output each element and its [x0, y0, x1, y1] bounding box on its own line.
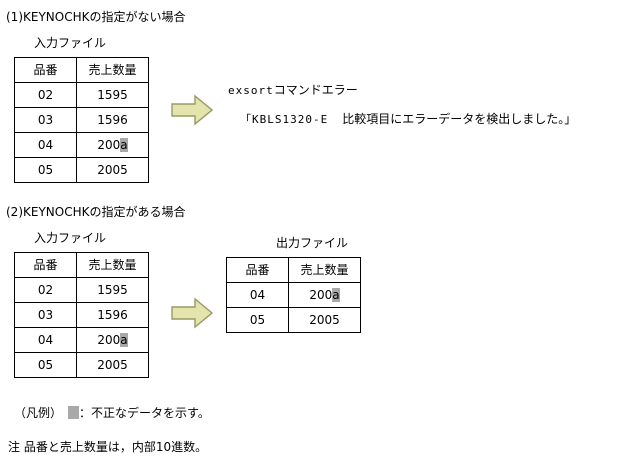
section-2-input-table-wrap: 品番 売上数量 02 1595 03 1596 04 200a 05 2005	[14, 252, 149, 378]
cell-code: 05	[14, 157, 77, 183]
invalid-data-marker: a	[332, 288, 340, 302]
cell-qty: 2005	[76, 157, 149, 183]
section-2-input-file-label: 入力ファイル	[34, 231, 107, 245]
cell-qty-text: 2005	[309, 313, 340, 327]
column-header-qty: 売上数量	[76, 57, 149, 83]
cell-code: 03	[14, 302, 77, 328]
section-1-input-file-label: 入力ファイル	[34, 36, 107, 50]
cell-qty: 1595	[76, 277, 149, 303]
table-row: 02 1595	[14, 277, 149, 303]
cell-qty-text: 1596	[97, 308, 128, 322]
section-1-error-message: 「KBLS1320-E 比較項目にエラーデータを検出しました。」	[240, 112, 576, 127]
section-2-heading: (2)KEYNOCHKの指定がある場合	[6, 205, 186, 219]
table-row: 04 200a	[14, 132, 149, 158]
cell-qty: 2005	[288, 307, 361, 333]
legend-prefix: （凡例）	[14, 406, 63, 420]
invalid-data-marker: a	[120, 138, 128, 152]
cell-qty-text: 1596	[97, 113, 128, 127]
section-2-output-table-wrap: 品番 売上数量 04 200a 05 2005	[226, 257, 361, 333]
table-row: 04 200a	[14, 327, 149, 353]
invalid-data-swatch-icon	[68, 406, 80, 419]
right-arrow-icon	[171, 94, 214, 126]
table-row: 04 200a	[226, 282, 361, 308]
table-header-row: 品番 売上数量	[226, 257, 361, 283]
column-header-code: 品番	[14, 57, 77, 83]
cell-qty: 1596	[76, 107, 149, 133]
cell-code: 02	[14, 277, 77, 303]
cell-code: 03	[14, 107, 77, 133]
cell-qty: 1595	[76, 82, 149, 108]
column-header-code: 品番	[226, 257, 289, 283]
column-header-qty: 売上数量	[76, 252, 149, 278]
command-name: exsort	[228, 84, 274, 97]
section-2-output-table: 品番 売上数量 04 200a 05 2005	[226, 257, 361, 333]
cell-code: 02	[14, 82, 77, 108]
table-row: 05 2005	[14, 157, 149, 183]
cell-qty: 1596	[76, 302, 149, 328]
cell-qty: 200a	[76, 327, 149, 353]
cell-code: 05	[14, 352, 77, 378]
section-2-input-table: 品番 売上数量 02 1595 03 1596 04 200a 05 2005	[14, 252, 149, 378]
table-header-row: 品番 売上数量	[14, 252, 149, 278]
section-1-heading: (1)KEYNOCHKの指定がない場合	[6, 10, 186, 24]
table-row: 02 1595	[14, 82, 149, 108]
column-header-code: 品番	[14, 252, 77, 278]
cell-qty-text: 200	[97, 138, 121, 152]
column-header-qty: 売上数量	[288, 257, 361, 283]
cell-qty: 200a	[76, 132, 149, 158]
cell-qty-text: 1595	[97, 88, 128, 102]
table-row: 05 2005	[226, 307, 361, 333]
legend-text: ：不正なデータを示す。	[79, 406, 210, 420]
footer-note: 注 品番と売上数量は，内部10進数。	[8, 440, 208, 454]
section-1-flow-arrow	[171, 94, 214, 126]
cell-qty-text: 200	[97, 333, 121, 347]
section-2-output-file-label: 出力ファイル	[276, 236, 349, 250]
table-row: 03 1596	[14, 302, 149, 328]
right-arrow-icon	[171, 297, 214, 329]
cell-qty-text: 2005	[97, 358, 128, 372]
table-row: 03 1596	[14, 107, 149, 133]
cell-qty-text: 200	[309, 288, 333, 302]
error-code: 「KBLS1320-E	[240, 113, 329, 126]
section-1-input-table-wrap: 品番 売上数量 02 1595 03 1596 04 200a 05 2005	[14, 57, 149, 183]
cell-code: 05	[226, 307, 289, 333]
error-title-text: コマンドエラー	[273, 83, 358, 97]
table-header-row: 品番 売上数量	[14, 57, 149, 83]
section-2-flow-arrow	[171, 297, 214, 329]
table-row: 05 2005	[14, 352, 149, 378]
error-message-text: 比較項目にエラーデータを検出しました。」	[342, 112, 577, 126]
cell-qty: 200a	[288, 282, 361, 308]
cell-qty-text: 2005	[97, 163, 128, 177]
legend-line: （凡例） ：不正なデータを示す。	[14, 406, 210, 421]
invalid-data-marker: a	[120, 333, 128, 347]
cell-code: 04	[226, 282, 289, 308]
cell-qty: 2005	[76, 352, 149, 378]
cell-code: 04	[14, 132, 77, 158]
section-1-error-title: exsortコマンドエラー	[228, 83, 358, 98]
cell-qty-text: 1595	[97, 283, 128, 297]
section-1-input-table: 品番 売上数量 02 1595 03 1596 04 200a 05 2005	[14, 57, 149, 183]
cell-code: 04	[14, 327, 77, 353]
